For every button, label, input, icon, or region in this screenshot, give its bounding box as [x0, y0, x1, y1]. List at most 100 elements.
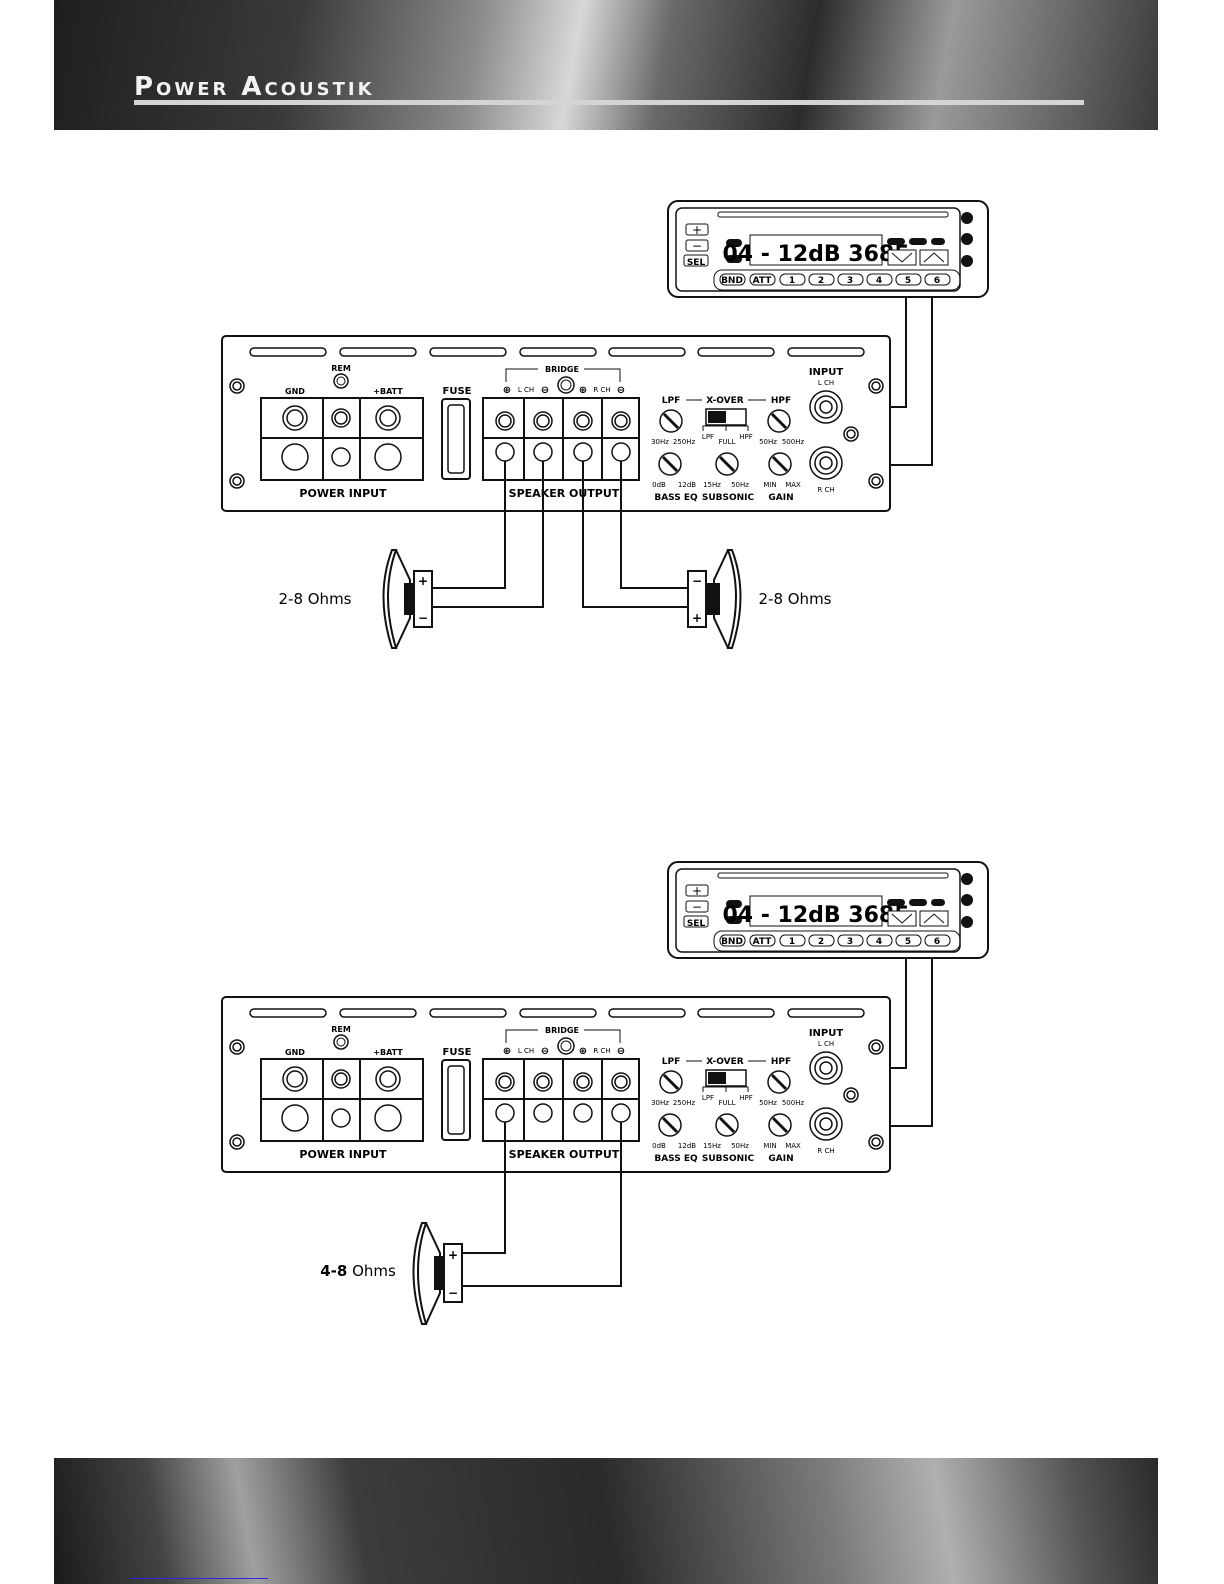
lpf-max-label-2: 250Hz — [673, 1099, 696, 1107]
switch-hpf-label-2: HPF — [739, 1094, 753, 1102]
hu-preset-3: 3 — [847, 276, 853, 286]
hu2-plus-button: + — [692, 884, 702, 898]
hu2-preset-4: 4 — [876, 937, 882, 947]
svg-text:⊖: ⊖ — [617, 1046, 625, 1057]
hpf-max-label-2: 500Hz — [782, 1099, 805, 1107]
power-input-label: POWER INPUT — [299, 487, 387, 500]
left-speaker-impedance: 2-8 Ohms — [278, 590, 351, 608]
hu-preset-2: 2 — [818, 276, 824, 286]
bass-max-label-2: 12dB — [678, 1142, 696, 1150]
input-lch-label-2: L CH — [818, 1040, 834, 1048]
lpf-label-2: LPF — [662, 1057, 680, 1067]
header-rule — [134, 100, 1084, 105]
hu-preset-4: 4 — [876, 276, 882, 286]
svg-text:⊕: ⊕ — [579, 385, 587, 396]
gnd-label-2: GND — [285, 1048, 305, 1057]
svg-text:⊖: ⊖ — [617, 385, 625, 396]
hpf-label: HPF — [771, 396, 791, 406]
hu2-preset-6: 6 — [934, 937, 940, 947]
head-unit-2: + − SEL 04 - 12dB 3685 BND ATT 1 2 3 4 5… — [667, 861, 989, 959]
hu-bnd-button: BND — [721, 276, 743, 286]
footer-link-underline — [130, 1578, 268, 1579]
page-header: Power Acoustik — [54, 0, 1158, 130]
rem-label-2: REM — [331, 1025, 351, 1034]
lpf-min-label: 30Hz — [651, 438, 669, 446]
hu2-sel-button: SEL — [687, 919, 706, 929]
hu-preset-5: 5 — [905, 276, 911, 286]
switch-full-label: FULL — [719, 438, 736, 446]
switch-full-label-2: FULL — [719, 1099, 736, 1107]
svg-text:⊖: ⊖ — [541, 385, 549, 396]
svg-text:+: + — [418, 574, 428, 588]
svg-text:−: − — [448, 1286, 458, 1300]
hu2-display: 04 - 12dB 3685 — [722, 903, 909, 928]
xover-label-2: X-OVER — [706, 1057, 743, 1067]
gain-label-2: GAIN — [768, 1154, 793, 1164]
hu-plus-button: + — [692, 223, 702, 237]
input-rch-label-2: R CH — [817, 1147, 834, 1155]
svg-text:+: + — [692, 611, 702, 625]
gnd-label: GND — [285, 387, 305, 396]
fuse-label-2: FUSE — [443, 1047, 472, 1058]
page-footer — [54, 1458, 1158, 1584]
hu-display: 04 - 12dB 3685 — [722, 242, 909, 267]
hu2-preset-1: 1 — [789, 937, 795, 947]
wiring-diagram-stereo: + − SEL 04 - 12dB 3685 BND ATT 1 2 3 4 5… — [221, 200, 989, 649]
head-unit: + − SEL 04 - 12dB 3685 BND ATT 1 2 3 4 5… — [667, 200, 989, 298]
bass-max-label: 12dB — [678, 481, 696, 489]
batt-label-2: +BATT — [373, 1048, 403, 1057]
bridge-rch-label-2: R CH — [593, 1047, 610, 1055]
hu2-preset-2: 2 — [818, 937, 824, 947]
hpf-max-label: 500Hz — [782, 438, 805, 446]
speaker-output-label-2: SPEAKER OUTPUT — [509, 1148, 620, 1161]
bridged-impedance-value: 4-8 — [320, 1262, 347, 1280]
hu-preset-6: 6 — [934, 276, 940, 286]
bridged-speaker: + − — [412, 1222, 463, 1325]
rem-label: REM — [331, 364, 351, 373]
sub-max-label: 50Hz — [731, 481, 749, 489]
gain-min-label-2: MIN — [763, 1142, 776, 1150]
bridged-impedance-unit: Ohms — [347, 1262, 396, 1280]
sub-max-label-2: 50Hz — [731, 1142, 749, 1150]
hpf-min-label: 50Hz — [759, 438, 777, 446]
hu2-preset-3: 3 — [847, 937, 853, 947]
svg-text:−: − — [418, 611, 428, 625]
bass-min-label: 0dB — [652, 481, 666, 489]
bass-eq-label: BASS EQ — [654, 493, 698, 503]
bridge-lch-label-2: L CH — [518, 1047, 534, 1055]
sub-min-label: 15Hz — [703, 481, 721, 489]
hu-sel-button: SEL — [687, 258, 706, 268]
lpf-max-label: 250Hz — [673, 438, 696, 446]
switch-lpf-label-2: LPF — [702, 1094, 714, 1102]
switch-lpf-label: LPF — [702, 433, 714, 441]
gain-max-label-2: MAX — [785, 1142, 801, 1150]
amplifier: GND REM +BATT POWER INPUT FUSE BRIDGE ⊕ … — [221, 335, 891, 512]
left-speaker: + − — [382, 549, 433, 649]
batt-label: +BATT — [373, 387, 403, 396]
lpf-label: LPF — [662, 396, 680, 406]
bridge-label-2: BRIDGE — [545, 1026, 579, 1035]
subsonic-label-2: SUBSONIC — [702, 1154, 755, 1164]
hu-att-button: ATT — [753, 276, 773, 286]
svg-text:⊕: ⊕ — [579, 1046, 587, 1057]
xover-label: X-OVER — [706, 396, 743, 406]
hu2-minus-button: − — [692, 900, 702, 914]
input-lch-label: L CH — [818, 379, 834, 387]
hpf-min-label-2: 50Hz — [759, 1099, 777, 1107]
bridged-speaker-impedance: 4-8 Ohms — [320, 1262, 396, 1280]
bridge-rch-label: R CH — [593, 386, 610, 394]
power-input-label-2: POWER INPUT — [299, 1148, 387, 1161]
lpf-min-label-2: 30Hz — [651, 1099, 669, 1107]
hu-minus-button: − — [692, 239, 702, 253]
hu-preset-1: 1 — [789, 276, 795, 286]
svg-text:⊕: ⊕ — [503, 1046, 511, 1057]
bass-eq-label-2: BASS EQ — [654, 1154, 698, 1164]
gain-max-label: MAX — [785, 481, 801, 489]
bridge-label: BRIDGE — [545, 365, 579, 374]
switch-hpf-label: HPF — [739, 433, 753, 441]
hu2-bnd-button: BND — [721, 937, 743, 947]
right-speaker-impedance: 2-8 Ohms — [758, 590, 831, 608]
svg-text:+: + — [448, 1248, 458, 1262]
wiring-diagram-bridged: + − SEL 04 - 12dB 3685 BND ATT 1 2 3 4 5… — [221, 861, 989, 1325]
bridge-lch-label: L CH — [518, 386, 534, 394]
